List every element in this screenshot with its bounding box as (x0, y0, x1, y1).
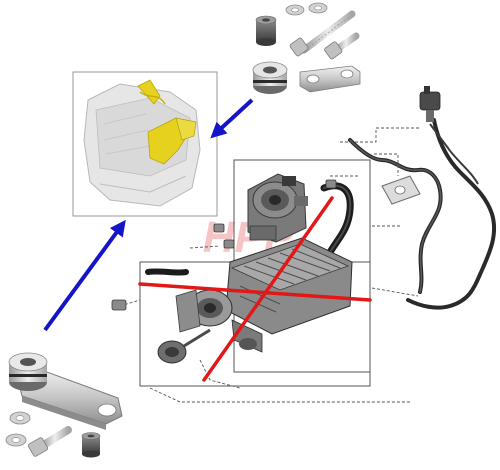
spacer-icon (81, 432, 101, 458)
bolt-icon (27, 426, 72, 457)
module-hose-icon (320, 182, 354, 260)
sensor-icon (419, 86, 441, 122)
bolt-icon (324, 32, 360, 60)
gasket-icon (381, 175, 421, 205)
bolt-icon (325, 179, 337, 189)
leader-lines (119, 127, 420, 403)
washer-icon (285, 2, 328, 16)
module-bolts (111, 179, 337, 311)
actuator-icon (157, 328, 211, 364)
engine-icon (83, 79, 201, 207)
bolt-icon (289, 10, 356, 57)
blue-arrow-bottom (43, 219, 126, 332)
engine-inset (72, 71, 218, 217)
blanking-plug-icon (8, 352, 48, 391)
washer-icon (5, 411, 31, 447)
bottom-parts (5, 352, 123, 458)
hose-assembly (348, 86, 497, 310)
bolt-icon (223, 239, 235, 249)
egr-valve-icon (247, 173, 308, 243)
blanking-plate-icon (299, 65, 361, 93)
small-hose-icon (145, 268, 189, 276)
blue-arrow-top (210, 98, 254, 139)
blanking-plug-icon (252, 61, 288, 94)
arrows (43, 98, 254, 332)
egr-cooler-icon (157, 237, 353, 364)
red-cross-mark (138, 196, 372, 382)
top-parts (252, 2, 361, 94)
bolt-icon (213, 223, 225, 233)
spacer-icon (255, 15, 277, 46)
bolt-icon (111, 299, 127, 311)
